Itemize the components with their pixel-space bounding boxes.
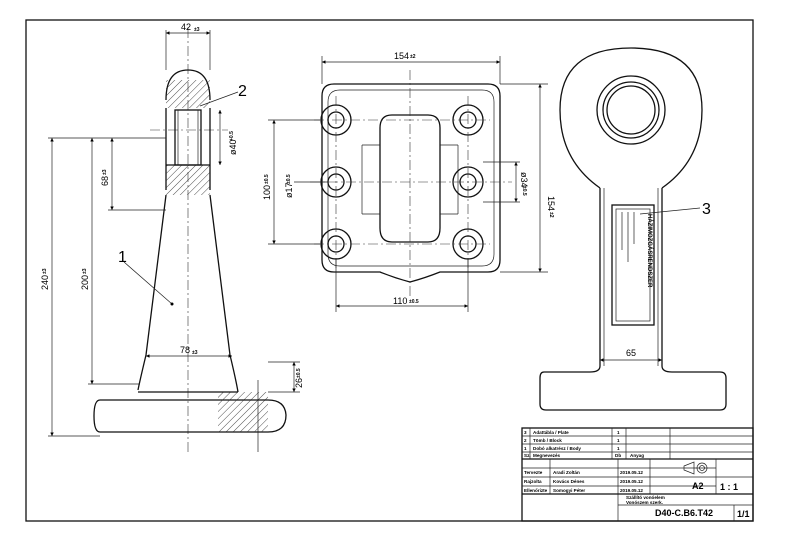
dim-bore: ø40 xyxy=(228,139,238,155)
dim-top-width: 42 xyxy=(181,22,191,32)
dim-plate-width-tol: ±2 xyxy=(410,54,416,60)
balloon-1: 1 xyxy=(118,249,127,266)
role-3: Ellenőrizte xyxy=(524,488,548,493)
header-name: Megnevezés xyxy=(533,453,561,458)
dim-height-mid-tol: ±3 xyxy=(82,268,88,274)
dim-depth-tol: ±3 xyxy=(102,169,108,175)
header-material: Anyag xyxy=(630,453,644,458)
date-1: 2019.05.12 xyxy=(620,470,643,475)
balloon-3: 3 xyxy=(702,201,711,218)
dim-hole-spacing-h: 110 xyxy=(393,296,407,306)
dim-hole-spacing-v-tol: ±0.5 xyxy=(264,174,270,184)
projection-symbol-icon xyxy=(683,461,708,475)
name-2: Kovács Dénes xyxy=(553,479,585,484)
dim-hole-dia: ø17 xyxy=(284,182,294,198)
top-view: 154 ±2 154 ±2 100 ±0.5 110 ±0.5 ø17 ±0.5 xyxy=(262,51,556,312)
title-block: 3 Adattábla / Plate 1 2 Tömb / Block 1 1… xyxy=(521,427,754,522)
row-2-qty: 1 xyxy=(617,438,620,443)
dim-top-width-tol: ±3 xyxy=(194,27,200,33)
drawing-number: D40-C.B6.T42 xyxy=(655,508,713,518)
row-1-name: Dobó alkatrész / Body xyxy=(533,446,581,451)
dim-base-height: 26 xyxy=(294,378,304,388)
header-no: Sz. xyxy=(524,453,531,458)
dim-bore-tol: +0.5 xyxy=(229,131,235,141)
row-3-no: 3 xyxy=(524,430,527,435)
row-3-qty: 1 xyxy=(617,430,620,435)
dim-counterbore: ø34 xyxy=(519,172,529,188)
dim-base-width: 78 xyxy=(180,345,190,355)
dim-base-height-tol: ±0.5 xyxy=(296,368,302,378)
sheet-number: 1/1 xyxy=(737,509,750,519)
front-view: 42 ±3 ø40 +0.5 68 ±3 240 ±3 200 ±3 xyxy=(40,22,304,452)
dim-base-width-tol: ±3 xyxy=(192,350,198,356)
sheet-size: A2 xyxy=(692,481,704,491)
role-2: Rajzolta xyxy=(524,479,542,484)
title-line-2: Vonószem szerk. xyxy=(626,500,663,505)
dim-depth: 68 xyxy=(100,176,110,186)
scale: 1 : 1 xyxy=(720,482,738,492)
role-1: Tervezte xyxy=(524,470,543,475)
name-3: Somogyi Péter xyxy=(553,488,585,493)
dim-hole-spacing-v: 100 xyxy=(262,185,272,200)
drawing-frame xyxy=(25,19,754,522)
balloon-2: 2 xyxy=(238,83,247,100)
date-3: 2019.05.12 xyxy=(620,488,643,493)
title-line-1: Szállító vonóelem xyxy=(626,495,665,500)
dim-plate-height-tol: ±2 xyxy=(548,212,554,218)
dim-hole-dia-tol: ±0.5 xyxy=(286,174,292,184)
dim-plate-height: 154 xyxy=(546,196,556,211)
dim-counterbore-tol: ±0.5 xyxy=(521,186,527,196)
plate-label: HÁZIMOZGÁSRENDSZER xyxy=(646,214,653,288)
name-1: Aradi Zoltán xyxy=(553,470,580,475)
row-2-name: Tömb / Block xyxy=(533,438,562,443)
dim-height-total: 240 xyxy=(40,275,50,290)
row-2-no: 2 xyxy=(524,438,527,443)
dim-plate-width: 154 xyxy=(394,51,409,61)
dim-hole-spacing-h-tol: ±0.5 xyxy=(409,299,419,305)
row-1-qty: 1 xyxy=(617,446,620,451)
header-qty: Db xyxy=(615,453,621,458)
dim-side-width: 65 xyxy=(626,348,636,358)
side-view: HÁZIMOZGÁSRENDSZER 65 3 xyxy=(539,47,727,411)
dim-height-mid: 200 xyxy=(80,275,90,290)
row-1-no: 1 xyxy=(524,446,527,451)
row-3-name: Adattábla / Plate xyxy=(533,430,569,435)
date-2: 2019.05.12 xyxy=(620,479,643,484)
dim-height-total-tol: ±3 xyxy=(42,268,48,274)
